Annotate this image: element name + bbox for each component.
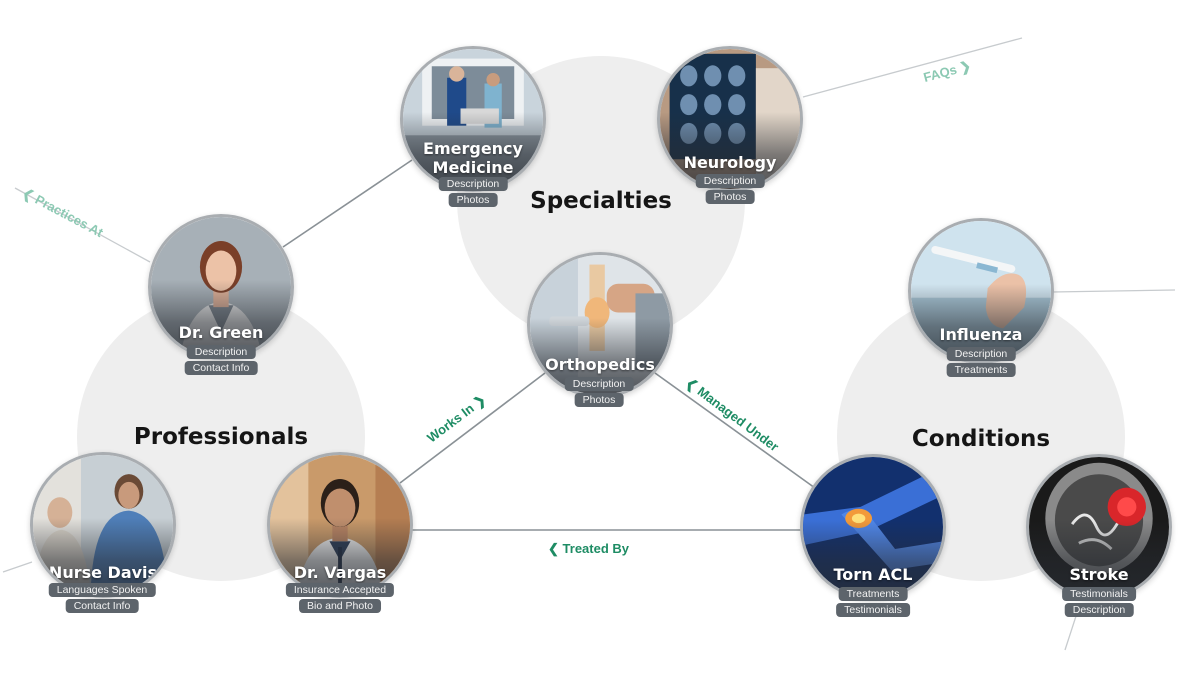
edge-label-treated-by[interactable]: ❮ Treated By (548, 541, 629, 557)
dr-vargas-tag-bio-and-photo[interactable]: Bio and Photo (299, 599, 381, 613)
specialties-title: Specialties (530, 188, 672, 214)
emergency-tag-description[interactable]: Description (438, 177, 508, 191)
node-influenza[interactable]: Influenza (908, 218, 1054, 364)
neurology-title: Neurology (683, 153, 777, 172)
professionals-title: Professionals (133, 424, 309, 450)
nurse-davis-title: Nurse Davis (48, 563, 158, 582)
stroke-tag-testimonials[interactable]: Testimonials (1062, 587, 1136, 601)
emergency-title-line2: Medicine (432, 158, 514, 177)
dr-vargas-title: Dr. Vargas (293, 563, 387, 582)
dr-vargas-shade (270, 518, 410, 595)
neurology-tag-description[interactable]: Description (695, 174, 765, 188)
emergency-tag-photos[interactable]: Photos (448, 193, 498, 207)
conditions-title: Conditions (911, 426, 1051, 452)
treated-by-text: Treated By (562, 541, 630, 556)
stroke-title: Stroke (1069, 565, 1129, 584)
nurse-davis-shade (33, 518, 173, 595)
orthopedics-title: Orthopedics (545, 355, 655, 374)
edge-practices-at (14, 187, 151, 263)
influenza-tag-treatments[interactable]: Treatments (946, 363, 1016, 377)
node-emergency-medicine[interactable]: Emergency Medicine (400, 46, 546, 192)
emergency-shade (403, 112, 543, 189)
edge-green-emergency (282, 159, 413, 248)
torn-acl-tag-treatments[interactable]: Treatments (838, 587, 908, 601)
torn-acl-title: Torn ACL (833, 565, 913, 584)
node-dr-vargas[interactable]: Dr. Vargas (267, 452, 413, 598)
dr-green-title: Dr. Green (178, 323, 264, 342)
emergency-title-line1: Emergency (423, 139, 523, 158)
dr-vargas-tag-insurance-accepted[interactable]: Insurance Accepted (285, 583, 395, 597)
torn-acl-shade (803, 520, 943, 597)
torn-acl-tag-testimonials[interactable]: Testimonials (836, 603, 910, 617)
node-stroke[interactable]: Stroke (1026, 454, 1172, 600)
node-dr-green[interactable]: Dr. Green (148, 214, 294, 360)
node-torn-acl[interactable]: Torn ACL (800, 454, 946, 600)
dr-green-tag-description[interactable]: Description (186, 345, 256, 359)
orthopedics-tag-description[interactable]: Description (564, 377, 634, 391)
neurology-tag-photos[interactable]: Photos (705, 190, 755, 204)
influenza-title: Influenza (939, 325, 1023, 344)
orthopedics-tag-photos[interactable]: Photos (574, 393, 624, 407)
stroke-shade (1029, 520, 1169, 597)
edge-managed-under (654, 372, 816, 489)
dr-green-tag-contact-info[interactable]: Contact Info (184, 361, 258, 375)
edge-works-in (399, 372, 546, 484)
dr-green-shade (151, 280, 291, 357)
node-orthopedics[interactable]: Orthopedics (527, 252, 673, 398)
stroke-tag-description[interactable]: Description (1064, 603, 1134, 617)
influenza-tag-description[interactable]: Description (946, 347, 1016, 361)
edge-davis-out (2, 561, 33, 573)
nurse-davis-tag-contact-info[interactable]: Contact Info (65, 599, 139, 613)
edge-influenza-out (1051, 289, 1176, 293)
node-nurse-davis[interactable]: Nurse Davis (30, 452, 176, 598)
node-neurology[interactable]: Neurology (657, 46, 803, 192)
chevron-left-icon: ❮ (548, 541, 559, 556)
edge-faqs (802, 37, 1023, 98)
nurse-davis-tag-languages-spoken[interactable]: Languages Spoken (48, 583, 156, 597)
